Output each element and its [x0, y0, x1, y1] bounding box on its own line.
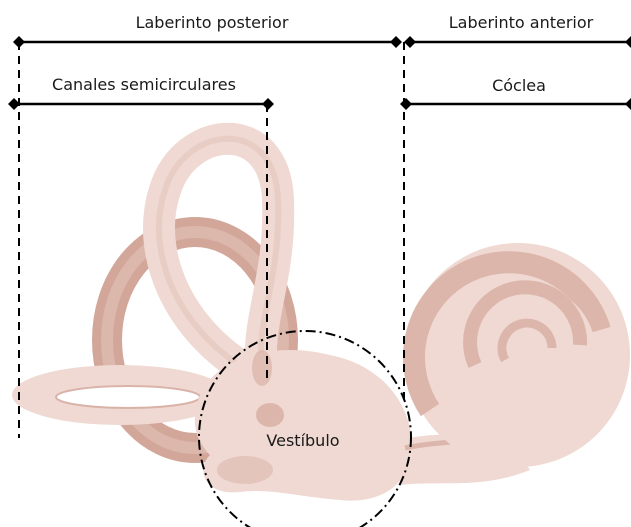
label-semicircular-canals: Canales semicirculares	[52, 75, 236, 94]
diamond-marker	[625, 36, 631, 48]
bracket-diamonds	[8, 36, 631, 110]
diamond-marker	[625, 98, 631, 110]
diamond-marker	[262, 98, 274, 110]
diamond-marker	[390, 36, 402, 48]
label-vestibule: Vestíbulo	[266, 431, 339, 450]
diamond-marker	[13, 36, 25, 48]
cochlea-spiral	[406, 243, 630, 467]
label-anterior-labyrinth: Laberinto anterior	[449, 13, 594, 32]
diamond-marker	[400, 98, 412, 110]
diamond-marker	[404, 36, 416, 48]
anterior-canal	[159, 139, 278, 375]
label-cochlea: Cóclea	[492, 76, 546, 95]
label-posterior-labyrinth: Laberinto posterior	[136, 13, 289, 32]
